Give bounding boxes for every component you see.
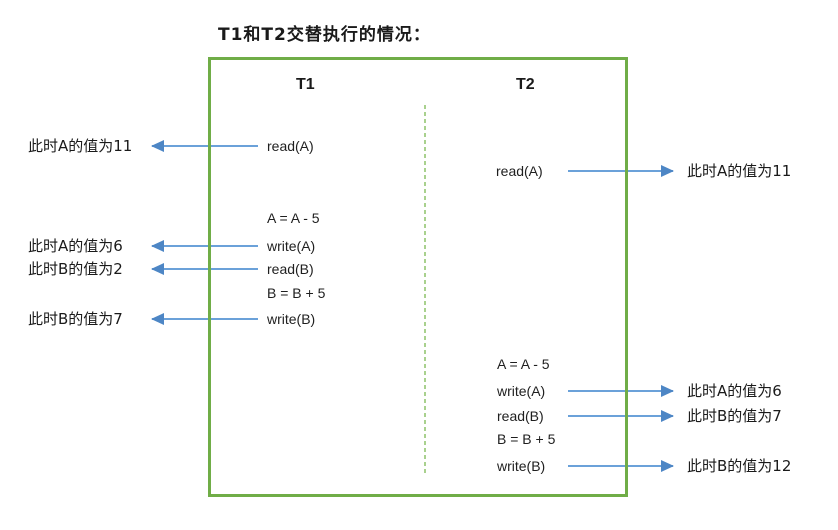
t2-column-header: T2 xyxy=(516,76,535,93)
arrow-left-t1-readB xyxy=(151,263,258,275)
t1-note-A-11: 此时A的值为11 xyxy=(28,137,133,155)
t2-op-writeA: write(A) xyxy=(497,383,546,399)
arrow-left-t1-readA xyxy=(151,140,258,152)
t2-op-writeB: write(B) xyxy=(497,458,546,474)
t2-note-A-11: 此时A的值为11 xyxy=(687,162,792,180)
t1-op-readA: read(A) xyxy=(267,138,314,154)
arrow-left-t1-writeB xyxy=(151,313,258,325)
t1-column-header: T1 xyxy=(296,76,315,93)
column-divider-dotted-line xyxy=(424,105,426,473)
arrow-left-t1-writeA xyxy=(151,240,258,252)
arrow-right-t2-readB xyxy=(568,410,674,422)
t2-op-assignB: B = B + 5 xyxy=(497,431,556,447)
t2-note-B-12: 此时B的值为12 xyxy=(687,457,792,475)
arrow-right-t2-writeA xyxy=(568,385,674,397)
t2-note-B-7: 此时B的值为7 xyxy=(687,407,782,425)
t1-note-B-2: 此时B的值为2 xyxy=(28,260,123,278)
t1-note-B-7: 此时B的值为7 xyxy=(28,310,123,328)
t1-op-writeB: write(B) xyxy=(267,311,316,327)
t2-op-readB: read(B) xyxy=(497,408,544,424)
arrow-right-t2-writeB xyxy=(568,460,674,472)
t1-note-A-6: 此时A的值为6 xyxy=(28,237,123,255)
t2-op-readA: read(A) xyxy=(496,163,543,179)
transaction-box xyxy=(208,57,628,497)
t2-op-assignA: A = A - 5 xyxy=(497,356,550,372)
diagram-title: T1和T2交替执行的情况： xyxy=(218,25,431,45)
t1-op-readB: read(B) xyxy=(267,261,314,277)
t1-op-assignA: A = A - 5 xyxy=(267,210,320,226)
t1-op-writeA: write(A) xyxy=(267,238,316,254)
t2-note-A-6: 此时A的值为6 xyxy=(687,382,782,400)
arrow-right-t2-readA xyxy=(568,165,674,177)
t1-op-assignB: B = B + 5 xyxy=(267,285,326,301)
